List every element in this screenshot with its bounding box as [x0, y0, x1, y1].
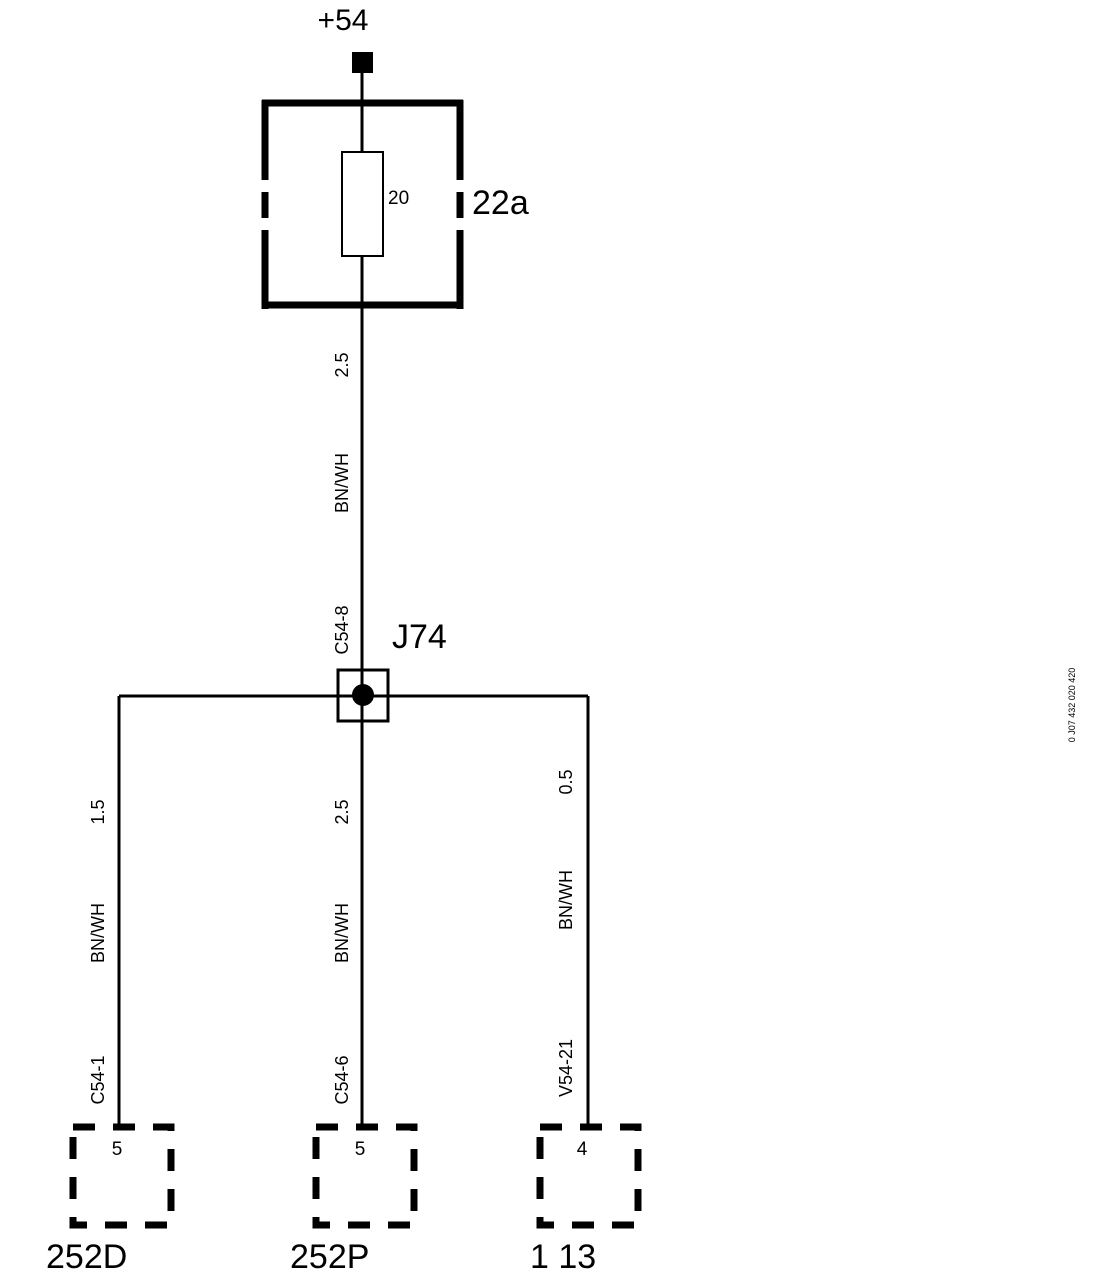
fuse-element	[341, 151, 384, 257]
splice-id: J74	[392, 618, 447, 656]
connector-252p	[312, 1123, 418, 1229]
component-252p: 252P	[290, 1238, 369, 1276]
top-wire-size: 2.5	[332, 352, 352, 377]
branch-left-size: 1.5	[88, 799, 108, 824]
connector-1-13	[536, 1123, 642, 1229]
branch-left-color: BN/WH	[88, 903, 108, 963]
connector-252d	[69, 1123, 175, 1229]
branch-right-color: BN/WH	[556, 870, 576, 930]
top-wire-color: BN/WH	[332, 453, 352, 513]
branch-mid-pin: C54-6	[332, 1055, 352, 1104]
splice-pin: C54-8	[332, 605, 352, 654]
branch-right-size: 0.5	[556, 769, 576, 794]
component-252d: 252D	[46, 1238, 127, 1276]
component-1-13: 1 13	[530, 1238, 596, 1276]
fuse-rating: 20	[388, 188, 409, 209]
fuse-id: 22a	[472, 184, 529, 222]
terminal-mid: 5	[355, 1139, 366, 1160]
splice-node	[352, 684, 374, 706]
supply-label: +54	[318, 4, 369, 37]
drawing-code: 0 J07 432 020 420	[1067, 668, 1077, 743]
fuse-box	[261, 99, 464, 309]
terminal-left: 5	[112, 1139, 123, 1160]
branch-mid-color: BN/WH	[332, 903, 352, 963]
branch-right-pin: V54-21	[556, 1039, 576, 1097]
terminal-right: 4	[577, 1139, 588, 1160]
branch-left-pin: C54-1	[88, 1055, 108, 1104]
branch-mid-size: 2.5	[332, 799, 352, 824]
